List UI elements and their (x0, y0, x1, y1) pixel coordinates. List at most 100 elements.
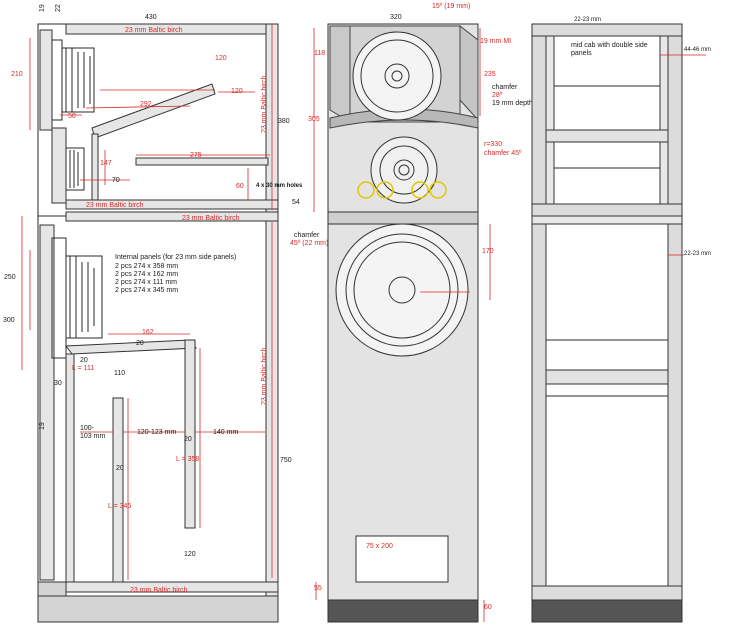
inclined-brace (91, 83, 216, 139)
front-woofer (335, 223, 469, 357)
dim-l345: L = 345 (108, 503, 131, 510)
upper-inner-left-rail (545, 23, 555, 211)
plinth (37, 595, 279, 623)
dim-110: 110 (114, 370, 125, 377)
dim-50: 50 (68, 113, 76, 120)
dim-19-bottom: 19 (39, 422, 46, 430)
dim-55: 55 (314, 585, 322, 592)
dim-305: 305 (308, 116, 320, 123)
dim-118: 118 (314, 50, 325, 57)
front-division-band (327, 211, 479, 225)
upper-bottom-board (65, 199, 279, 210)
dim-l111: L = 111 (72, 365, 94, 372)
baltic-label-top: 23 mm Baltic birch (125, 27, 183, 34)
front-tweeter (370, 136, 438, 204)
dim-54: 54 (292, 199, 300, 206)
internal-panel-358 (184, 339, 196, 529)
dim-22-top: 22 (55, 4, 62, 12)
lower-top-board (65, 211, 279, 222)
rear-top-rail (531, 23, 683, 37)
chamfer1-a: chamfer (492, 84, 518, 91)
internal-panel-4: 2 pcs 274 x 345 mm (115, 287, 178, 294)
dim-120b: 120 (231, 88, 243, 95)
woofer-profile-lower (51, 237, 103, 359)
dim-120-123: 120-123 mm (137, 429, 176, 436)
dim-60-front: 60 (484, 604, 492, 611)
dim-275: 275 (190, 152, 202, 159)
port-holes (357, 181, 447, 199)
front-view-labels: 320 15º (19 mm) 19 mm MI 118 235 chamfer… (290, 3, 533, 611)
radius-330: r=330 (484, 141, 502, 148)
rear-left-rail (531, 23, 547, 601)
front-baffle-mid (51, 127, 67, 204)
dim-320: 320 (390, 14, 402, 21)
front-midwoofer (352, 31, 442, 121)
top-chamfer-left (329, 25, 351, 123)
rear-shelf-1 (545, 129, 669, 143)
lower-inclined-panel (65, 339, 197, 355)
front-baffle-lower (39, 224, 55, 581)
chamfer2-b: 45º (22 mm) (290, 240, 328, 247)
dim-430: 430 (145, 14, 157, 21)
baltic-vertical-bottom: 23 mm Baltic birch (261, 347, 268, 405)
holes-label: 4 x 30 mm holes (256, 183, 303, 189)
dim-750: 750 (280, 457, 292, 464)
terminal-plate (355, 535, 449, 583)
dim-19-top: 19 (39, 4, 46, 12)
mid-cab-b: panels (571, 50, 592, 57)
internal-panels-title: Internal panels (for 23 mm side panels) (115, 254, 236, 261)
chamfer-45: chamfer 45º (484, 150, 522, 157)
dim-22-23-side: 22-23 mm (684, 251, 711, 257)
dim-20a: 20 (136, 340, 144, 347)
front-plinth (327, 599, 479, 623)
baltic-vertical-top: 23 mm Baltic birch (261, 75, 268, 133)
dim-120c: 120 (184, 551, 196, 558)
dim-20c: 20 (184, 436, 192, 443)
dim-210: 210 (11, 71, 23, 78)
dim-19mm-ml: 19 mm MI (480, 38, 511, 45)
dim-250: 250 (4, 274, 16, 281)
upper-inner-right-rail (659, 23, 669, 211)
dim-120a: 120 (215, 55, 227, 62)
side-section-view (21, 23, 279, 623)
dim-147: 147 (100, 160, 112, 167)
baltic-label-mid-lower: 23 mm Baltic birch (182, 215, 240, 222)
internal-panel-1: 2 pcs 274 x 358 mm (115, 263, 178, 270)
rear-view-labels: 22-23 mm mid cab with double side panels… (571, 17, 711, 257)
internal-panel-2: 2 pcs 274 x 162 mm (115, 271, 178, 278)
tweeter-profile (65, 147, 85, 191)
front-view (313, 23, 491, 623)
plate-size: 75 x 200 (366, 543, 393, 550)
dim-170: 170 (482, 248, 494, 255)
dim-292: 292 (140, 101, 152, 108)
dim-l162: 162 (142, 329, 154, 336)
dim-70: 70 (112, 177, 120, 184)
baltic-label-bottom: 23 mm Baltic birch (130, 587, 188, 594)
dim-60: 60 (236, 183, 244, 190)
rear-cabinet-outline (531, 23, 683, 601)
dim-44-46: 44-46 mm (684, 47, 711, 53)
baltic-label-mid-upper: 23 mm Baltic birch (86, 202, 144, 209)
internal-panel-3: 2 pcs 274 x 111 mm (115, 279, 177, 286)
dim-22-23-top: 22-23 mm (574, 17, 601, 23)
side-view-labels: 19 22 430 23 mm Baltic birch 210 120 120… (3, 4, 303, 594)
dim-103: 103 mm (80, 433, 105, 440)
internal-panel-345 (112, 397, 124, 583)
angle-15: 15º (19 mm) (432, 3, 470, 10)
front-foot (37, 581, 67, 597)
dim-380: 380 (278, 118, 290, 125)
chamfer1-c: 19 mm depth (492, 100, 533, 107)
internal-front-panel (65, 353, 75, 583)
rear-bottom-rail (531, 585, 683, 601)
midwoofer-profile-upper (51, 39, 95, 121)
dim-300: 300 (3, 317, 15, 324)
upper-shelf (135, 157, 269, 166)
rear-mid-band-upper (531, 203, 683, 217)
dim-20b: 20 (80, 357, 88, 364)
rear-plinth (531, 599, 683, 623)
chamfer2-a: chamfer (294, 232, 320, 239)
rear-mid-band-lower (531, 215, 683, 225)
rear-shelf-2 (545, 369, 669, 385)
